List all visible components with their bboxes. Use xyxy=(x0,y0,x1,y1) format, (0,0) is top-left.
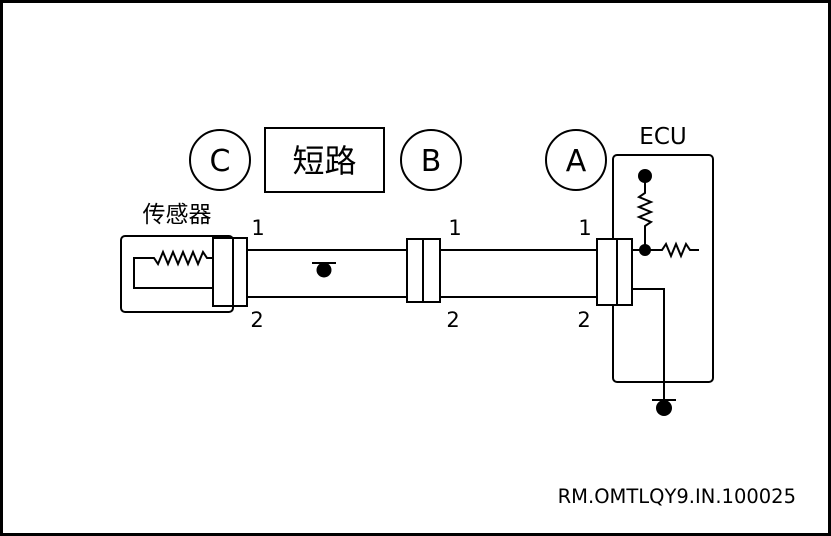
ecu-supply-terminal-icon xyxy=(638,169,652,183)
ecu-ground-wire xyxy=(632,288,665,400)
reference-code: RM.OMTLQY9.IN.100025 xyxy=(558,485,796,508)
sensor-label: 传感器 xyxy=(143,202,212,228)
ecu-connector xyxy=(596,238,633,306)
sensor-pin-2-label: 2 xyxy=(250,308,263,332)
mid-pin-1-label: 1 xyxy=(448,216,461,240)
point-c-label: C xyxy=(210,144,231,179)
point-b-marker: B xyxy=(400,129,462,191)
ecu-internal-circuit xyxy=(632,176,699,400)
wire-harness xyxy=(233,249,597,298)
point-a-marker: A xyxy=(545,129,607,191)
ecu-pullup-resistor-icon xyxy=(636,176,654,250)
sensor-resistor-icon xyxy=(133,249,213,289)
point-a-label: A xyxy=(566,144,587,179)
middle-connector xyxy=(406,238,441,303)
ecu-series-resistor-icon xyxy=(645,241,699,259)
ecu-label: ECU xyxy=(639,124,686,150)
point-b-label: B xyxy=(421,144,442,179)
ecu-pin-2-label: 2 xyxy=(577,308,590,332)
ecu-ground-icon xyxy=(652,399,676,416)
mid-pin-2-label: 2 xyxy=(446,308,459,332)
ecu-pin-1-label: 1 xyxy=(578,216,591,240)
short-circuit-box xyxy=(264,127,385,193)
sensor-pin-1-label: 1 xyxy=(251,216,264,240)
sensor-connector xyxy=(212,237,248,307)
short-to-ground-icon xyxy=(312,262,336,278)
point-c-marker: C xyxy=(189,129,251,191)
short-circuit-label: 短路 xyxy=(292,142,356,180)
ecu-junction-dot xyxy=(639,244,651,256)
